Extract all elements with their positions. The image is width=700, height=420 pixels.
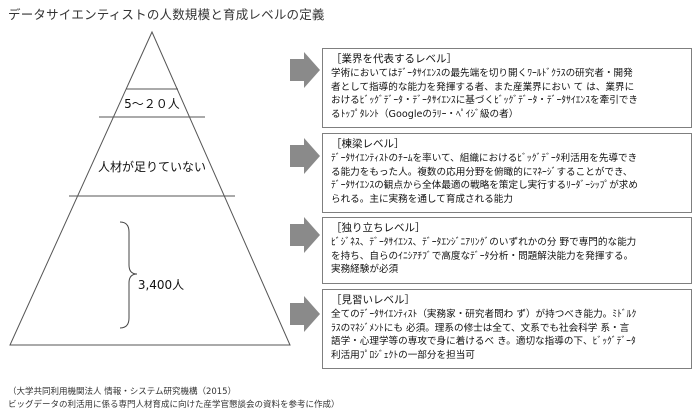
pyramid-outline — [9, 30, 291, 346]
level-title: ［棟梁レベル］ — [331, 138, 405, 150]
level-title: ［業界を代表するレベル］ — [331, 53, 457, 65]
level-box-apprentice: ［見習いレベル］ 全てのﾃﾞｰﾀｻｲｴﾝﾃｨｽﾄ（実務家・研究者問わ ず）が持つ… — [322, 289, 692, 369]
level-arrow — [290, 52, 320, 332]
tier-label-top: 5～２０人 — [124, 97, 180, 111]
source-note-line-2: ビッグデータの利活用に係る専門人材育成に向けた産学官懇談会の資料を参考に作成） — [8, 400, 340, 410]
level-description: ﾃﾞｰﾀｻｲｴﾝﾃｨｽﾄのﾁｰﾑを率いて、組織におけるﾋﾞｯｸﾞﾃﾞｰﾀ利活用を… — [331, 153, 638, 205]
level-title: ［見習いレベル］ — [331, 294, 415, 306]
level-box-independent: ［独り立ちレベル］ ﾋﾞｼﾞﾈｽ、ﾃﾞｰﾀｻｲｴﾝｽ、ﾃﾞｰﾀｴﾝｼﾞﾆｱﾘﾝｸ… — [322, 217, 692, 284]
tier-label-bottom: 3,400人 — [137, 278, 185, 292]
level-box-master: ［棟梁レベル］ ﾃﾞｰﾀｻｲｴﾝﾃｨｽﾄのﾁｰﾑを率いて、組織におけるﾋﾞｯｸﾞ… — [322, 133, 692, 213]
level-description: ﾋﾞｼﾞﾈｽ、ﾃﾞｰﾀｻｲｴﾝｽ、ﾃﾞｰﾀｴﾝｼﾞﾆｱﾘﾝｸﾞのいずれかの分 野… — [331, 237, 637, 276]
page-title: データサイエンティストの人数規模と育成レベルの定義 — [8, 7, 325, 22]
level-description: 学術においてはﾃﾞｰﾀｻｲｴﾝｽの最先端を切り開くﾜｰﾙﾄﾞｸﾗｽの研究者・開発… — [331, 68, 638, 120]
source-note-line-1: （大学共同利用機関法人 情報・システム研究機構（2015） — [8, 387, 237, 397]
tier-label-middle: 人材が足りていない — [97, 160, 206, 174]
level-description: 全てのﾃﾞｰﾀｻｲｴﾝﾃｨｽﾄ（実務家・研究者問わ ず）が持つべき能力。ﾐﾄﾞﾙ… — [331, 309, 637, 361]
curly-brace — [119, 221, 138, 329]
level-title: ［独り立ちレベル］ — [331, 222, 426, 234]
level-box-industry-leader: ［業界を代表するレベル］ 学術においてはﾃﾞｰﾀｻｲｴﾝｽの最先端を切り開くﾜｰ… — [322, 48, 692, 128]
